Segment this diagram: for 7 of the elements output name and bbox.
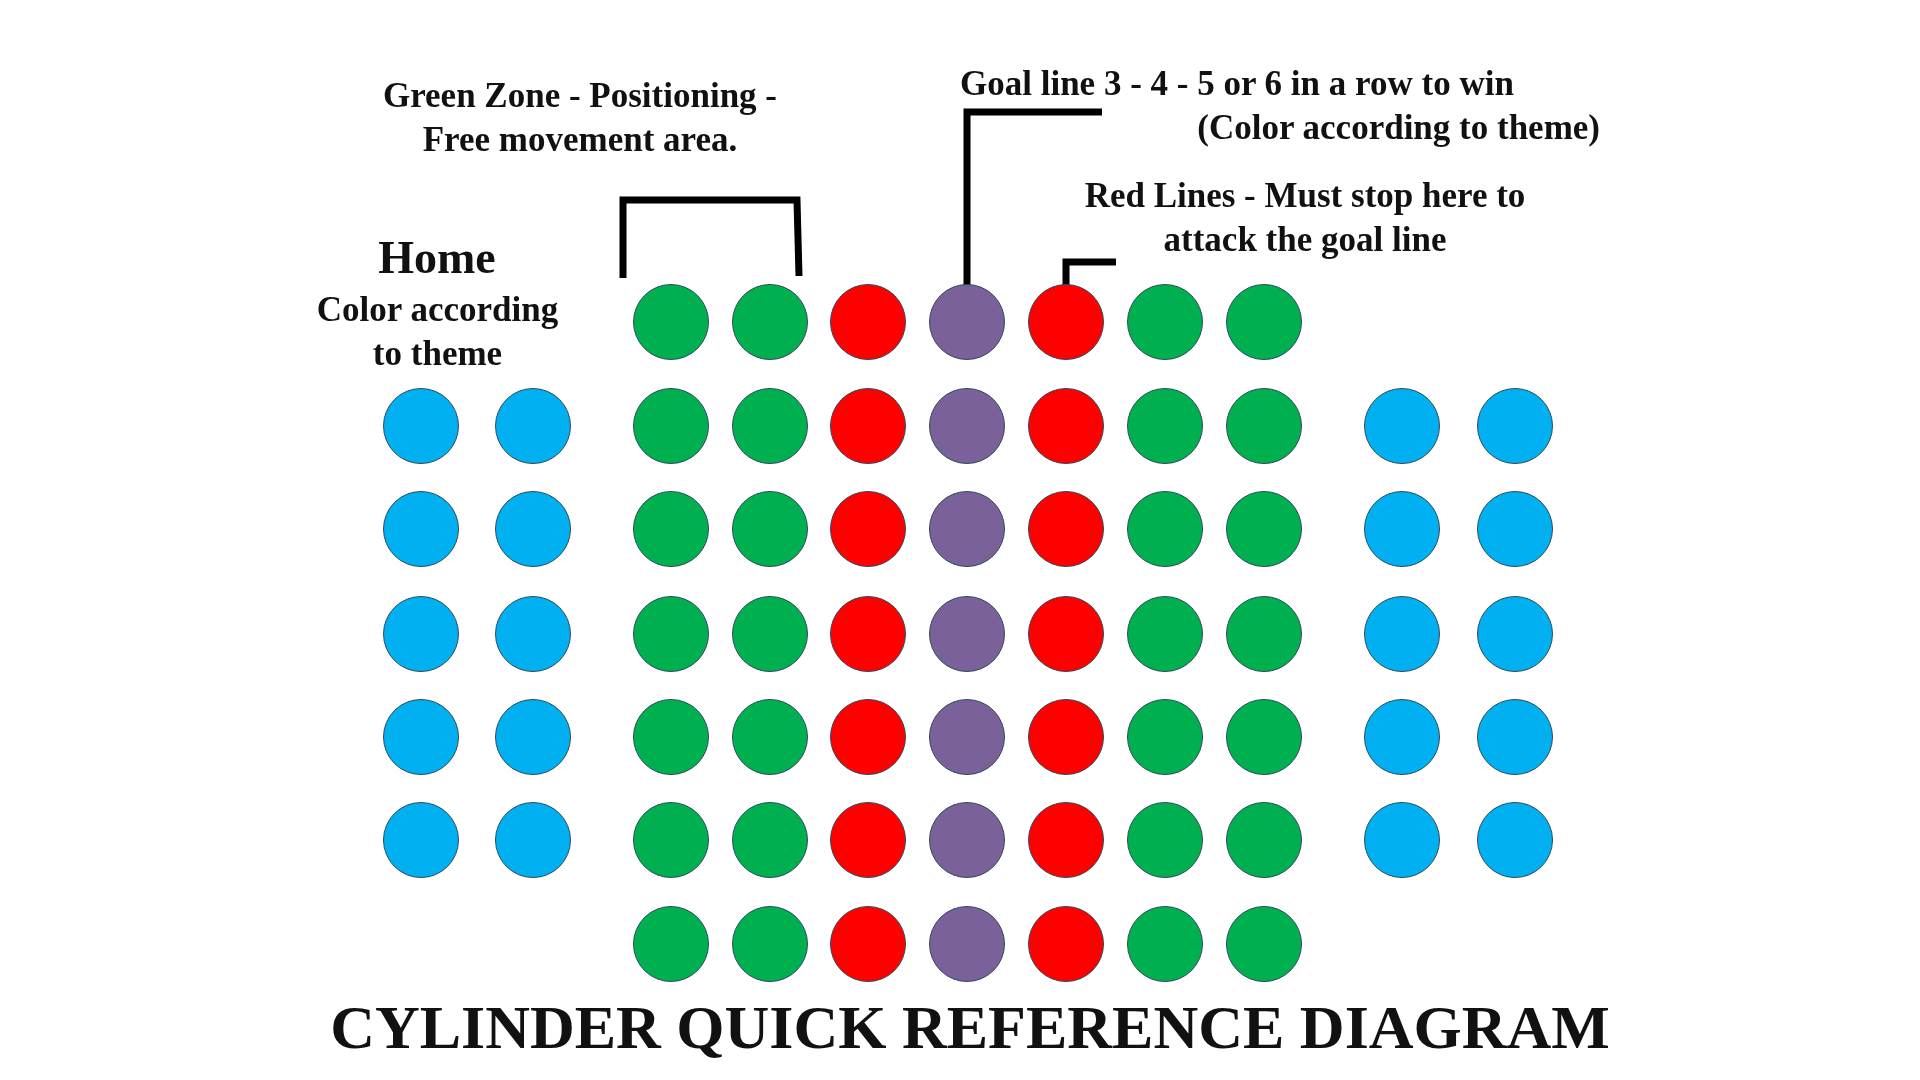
annotation-text: Goal line 3 - 4 - 5 or 6 in a row to win (960, 63, 1515, 105)
diagram-title: CYLINDER QUICK REFERENCE DIAGRAM (329, 992, 1611, 1062)
home-annotation: Color according to theme (315, 289, 560, 375)
annotation-text: Red Lines - Must stop here to attack the goal line (1083, 175, 1527, 261)
zone-annotation: Green Zone - Positioning - Free movement area. (381, 75, 779, 161)
annotation-text: (Color according to theme) (1196, 107, 1600, 149)
home-heading: Home (377, 232, 497, 284)
